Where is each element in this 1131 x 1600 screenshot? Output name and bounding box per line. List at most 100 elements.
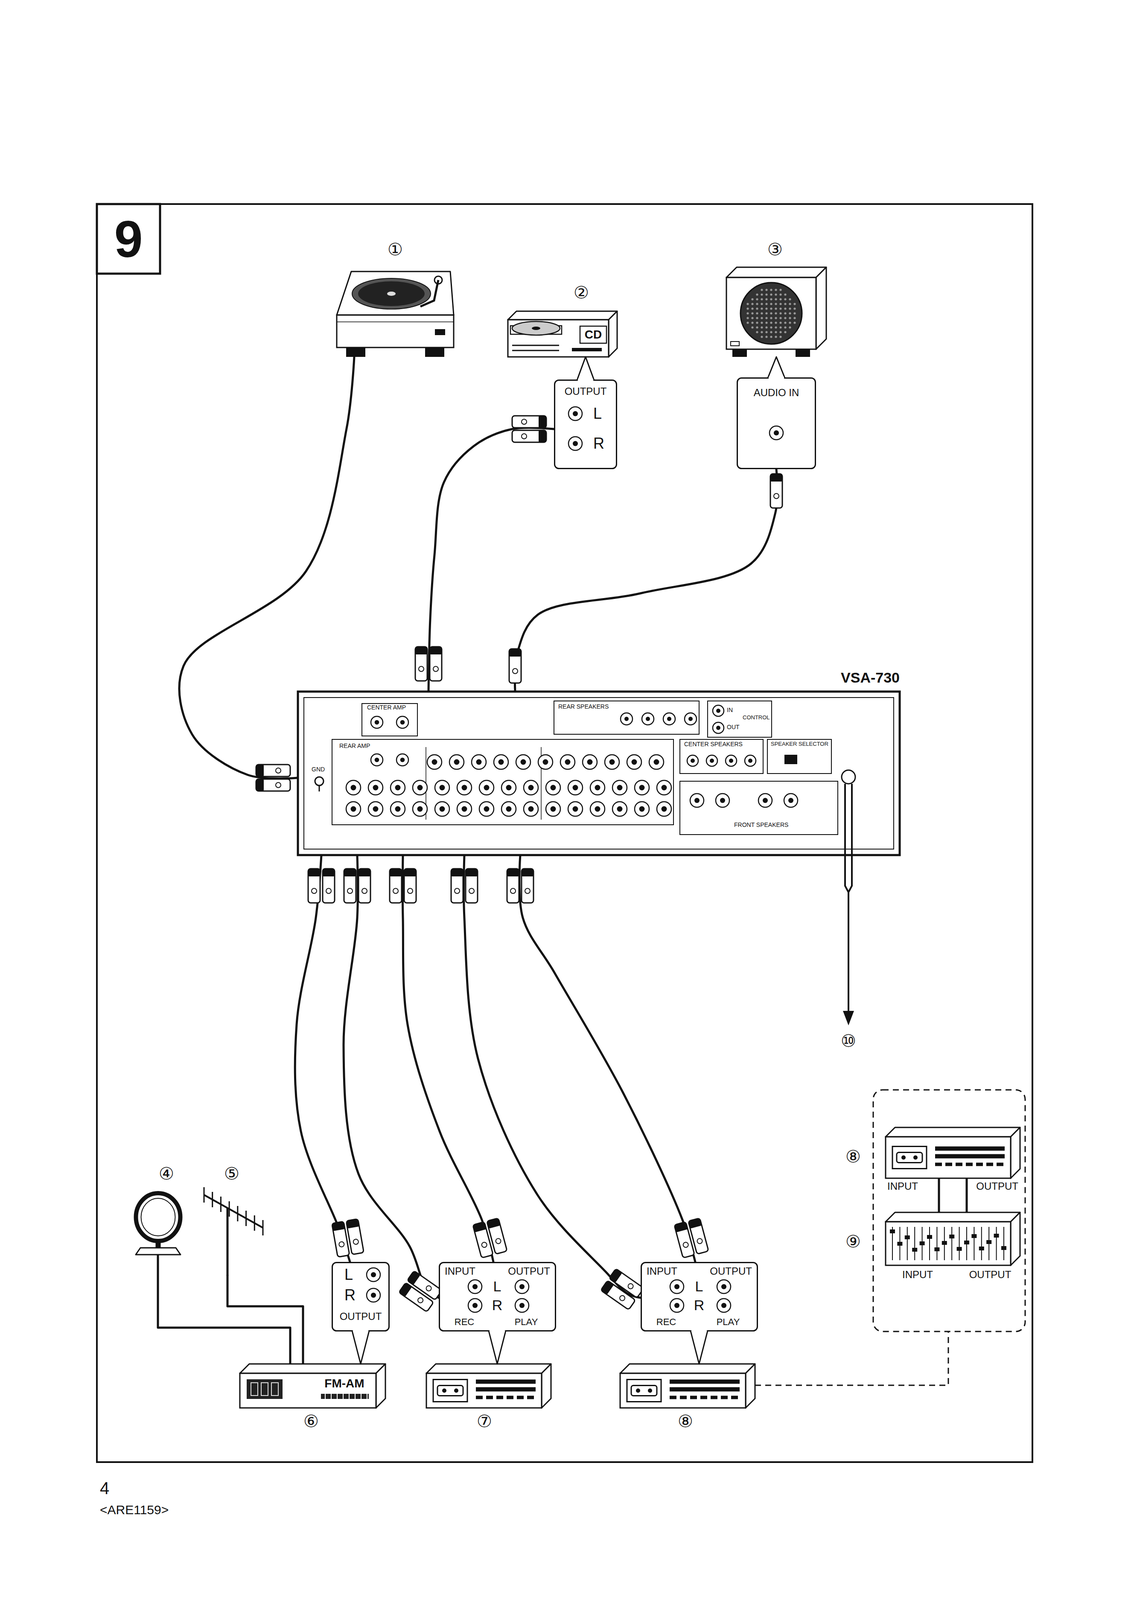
outline-circle <box>395 784 401 791</box>
outline-circle <box>634 801 650 817</box>
outline-circle <box>346 801 361 817</box>
outline-circle <box>716 725 721 730</box>
outline-polygon <box>745 1363 755 1408</box>
outline-rect <box>904 1235 910 1239</box>
outline-rect <box>784 754 798 764</box>
outline-circle <box>510 888 516 894</box>
outline-circle <box>841 769 856 784</box>
outline-circle <box>670 1298 684 1312</box>
outline-circle <box>769 311 773 315</box>
outline-circle <box>275 767 281 773</box>
outline-rect <box>439 1262 556 1331</box>
stroke-line <box>324 1393 326 1399</box>
outline-rect <box>737 378 816 469</box>
outline-rect <box>700 1395 708 1400</box>
outline-circle <box>765 302 768 305</box>
outline-circle <box>275 782 281 788</box>
outline-circle <box>788 797 794 803</box>
outline-circle <box>769 326 773 329</box>
outline-circle <box>412 780 428 795</box>
outline-circle <box>755 307 758 310</box>
shape-group <box>554 356 617 469</box>
outline-rect <box>256 778 264 791</box>
outline-circle <box>523 780 539 795</box>
outline-circle <box>784 316 787 319</box>
rca-plug <box>389 868 417 903</box>
outline-rect <box>256 778 291 791</box>
outline-rect <box>690 1395 697 1400</box>
outline-polygon <box>376 1363 386 1408</box>
device-label: PLAY <box>514 1317 539 1327</box>
outline-rect <box>993 1233 1000 1238</box>
tone-arm <box>420 279 439 307</box>
outline-rect <box>261 1382 269 1396</box>
outline-rect <box>507 868 519 903</box>
device-label: L <box>493 1278 502 1294</box>
outline-ellipse <box>512 321 560 336</box>
outline-circle <box>721 1302 727 1308</box>
outline-rect <box>521 868 534 903</box>
callout-number: ⑧ <box>677 1412 694 1430</box>
outline-rect <box>571 347 602 352</box>
outline-polygon <box>239 1363 386 1373</box>
outline-rect <box>707 700 772 738</box>
outline-rect <box>912 1247 918 1252</box>
stroke-line <box>851 783 853 855</box>
outline-circle <box>582 754 598 770</box>
outline-circle <box>769 335 773 338</box>
outline-circle <box>674 1283 680 1289</box>
outline-circle <box>350 784 357 791</box>
outline-rect <box>730 341 740 346</box>
outline-circle <box>617 784 623 791</box>
outline-circle <box>688 716 693 721</box>
outline-circle <box>647 1388 653 1393</box>
shape-group <box>885 1212 1021 1266</box>
outline-circle <box>457 801 472 817</box>
outline-circle <box>774 311 777 315</box>
stroke-line <box>318 785 321 792</box>
outline-rect <box>512 415 547 428</box>
outline-circle <box>326 888 332 894</box>
outline-circle <box>779 302 782 305</box>
outline-circle <box>716 708 721 713</box>
outline-circle <box>755 330 758 333</box>
outline-circle <box>746 321 749 324</box>
outline-circle <box>609 759 616 765</box>
outline-circle <box>439 784 446 791</box>
outline-rect <box>507 319 609 357</box>
outline-circle <box>784 330 787 333</box>
outline-circle <box>346 780 361 795</box>
outline-rect <box>770 473 783 508</box>
outline-circle <box>755 293 758 296</box>
outline-circle <box>779 316 782 319</box>
outline-circle <box>784 311 787 315</box>
outline-circle <box>788 321 791 324</box>
outline-circle <box>649 754 664 770</box>
outline-rect <box>475 1379 536 1384</box>
outline-circle <box>755 311 758 315</box>
stroke-line <box>366 1393 368 1399</box>
outline-circle <box>620 712 633 725</box>
outline-polygon <box>541 1363 551 1408</box>
outline-circle <box>590 780 605 795</box>
outline-rect <box>688 1217 703 1229</box>
device-label: FM-AM <box>324 1377 365 1390</box>
outline-rect <box>509 648 522 657</box>
outline-circle <box>528 784 534 791</box>
device-label: R <box>593 435 605 452</box>
audio-cable <box>519 854 696 1262</box>
outline-rect <box>96 204 161 274</box>
shape-group <box>641 1262 758 1365</box>
outline-circle <box>434 801 450 817</box>
outline-rect <box>580 326 607 344</box>
outline-rect <box>710 1395 718 1400</box>
outline-rect <box>538 430 547 443</box>
outline-rect <box>346 1218 360 1229</box>
outline-rect <box>935 1162 942 1166</box>
outline-rect <box>507 868 519 877</box>
outline-circle <box>765 293 768 296</box>
outline-circle <box>725 754 737 767</box>
outline-polygon <box>135 1247 181 1255</box>
outline-circle <box>793 321 796 324</box>
outline-circle <box>755 302 758 305</box>
